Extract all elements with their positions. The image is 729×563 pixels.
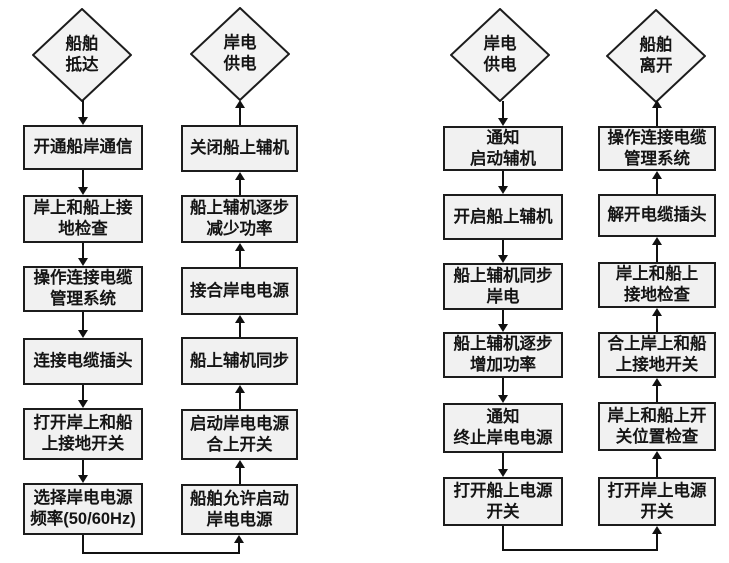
- shore-power-on-terminal: 岸电 供电: [190, 7, 290, 101]
- up-arrow: [234, 385, 246, 409]
- process-step-box: 打开岸上和船 上接地开关: [23, 408, 143, 460]
- process-step-box: 船上辅机逐步 增加功率: [443, 332, 563, 378]
- up-arrow: [234, 315, 246, 337]
- process-step-box: 开启船上辅机: [443, 194, 563, 240]
- process-step-label: 解开电缆插头: [607, 206, 707, 225]
- up-arrow: [234, 172, 246, 195]
- process-step-box: 打开船上电源 开关: [443, 477, 563, 526]
- process-step-box: 岸上和船上开 关位置检查: [598, 402, 716, 451]
- ship-arrival-terminal: 船舶 抵达: [32, 8, 132, 102]
- up-arrow: [651, 100, 663, 126]
- up-arrow: [651, 526, 663, 551]
- down-arrow: [497, 171, 509, 194]
- process-step-box: 操作连接电缆 管理系统: [23, 266, 143, 312]
- process-step-label: 岸上和船上开 关位置检查: [607, 406, 707, 446]
- process-step-box: 打开岸上电源 开关: [598, 477, 716, 526]
- process-step-label: 接合岸电电源: [190, 281, 289, 300]
- process-step-label: 选择岸电电源 频率(50/60Hz): [30, 489, 136, 528]
- up-arrow: [651, 171, 663, 194]
- process-step-box: 关闭船上辅机: [181, 125, 298, 172]
- down-arrow: [497, 378, 509, 403]
- down-arrow: [77, 312, 89, 338]
- process-step-label: 启动岸电电源 合上开关: [190, 414, 289, 454]
- up-arrow: [651, 237, 663, 262]
- process-step-label: 打开船上电源 开关: [453, 481, 553, 521]
- process-step-box: 解开电缆插头: [598, 194, 716, 237]
- process-step-label: 打开岸上电源 开关: [607, 481, 707, 521]
- down-arrow: [77, 243, 89, 266]
- process-step-label: 船舶允许启动 岸电电源: [190, 489, 289, 529]
- process-step-box: 通知 终止岸电电源: [443, 403, 563, 453]
- process-step-label: 通知 终止岸电电源: [453, 408, 553, 447]
- down-arrow: [77, 460, 89, 483]
- process-step-box: 船上辅机逐步 减少功率: [181, 195, 298, 243]
- process-step-label: 船上辅机同步 岸电: [453, 266, 553, 306]
- process-step-label: 岸上和船上接 地检查: [33, 199, 133, 238]
- process-step-label: 操作连接电缆 管理系统: [33, 269, 133, 308]
- terminal-label: 船舶 离开: [639, 36, 673, 75]
- up-arrow: [234, 100, 246, 125]
- down-arrow: [497, 310, 509, 332]
- down-arrow: [497, 240, 509, 263]
- terminal-label: 岸电 供电: [223, 34, 257, 73]
- process-step-label: 岸上和船上 接地检查: [615, 265, 699, 304]
- terminal-label: 船舶 抵达: [65, 35, 99, 74]
- process-step-box: 船上辅机同步: [181, 337, 298, 385]
- up-arrow: [651, 308, 663, 332]
- down-arrow: [77, 385, 89, 408]
- process-step-box: 选择岸电电源 频率(50/60Hz): [23, 483, 143, 535]
- process-step-box: 连接电缆插头: [23, 338, 143, 385]
- elbow-connector: [502, 526, 657, 551]
- down-arrow: [77, 170, 89, 195]
- process-step-label: 开启船上辅机: [453, 207, 553, 226]
- process-step-box: 通知 启动辅机: [443, 126, 563, 171]
- down-arrow: [497, 453, 509, 477]
- down-arrow: [77, 100, 89, 125]
- up-arrow: [234, 243, 246, 267]
- elbow-connector: [82, 535, 239, 554]
- process-step-box: 合上岸上和船 上接地开关: [598, 332, 716, 378]
- process-step-box: 岸上和船上 接地检查: [598, 262, 716, 308]
- process-step-label: 打开岸上和船 上接地开关: [33, 414, 133, 453]
- process-step-label: 船上辅机逐步 增加功率: [453, 335, 553, 374]
- process-step-box: 船舶允许启动 岸电电源: [181, 484, 298, 535]
- process-step-label: 船上辅机逐步 减少功率: [190, 199, 289, 238]
- process-step-label: 关闭船上辅机: [190, 139, 289, 158]
- process-step-label: 通知 启动辅机: [470, 128, 536, 168]
- process-step-box: 开通船岸通信: [23, 125, 143, 170]
- shore-power-supply-terminal: 岸电 供电: [450, 8, 550, 102]
- up-arrow: [651, 378, 663, 402]
- process-step-label: 连接电缆插头: [33, 352, 133, 371]
- ship-departure-terminal: 船舶 离开: [606, 9, 706, 103]
- process-step-box: 接合岸电电源: [181, 267, 298, 315]
- down-arrow: [497, 101, 509, 126]
- up-arrow: [234, 460, 246, 484]
- process-step-box: 启动岸电电源 合上开关: [181, 409, 298, 460]
- process-step-label: 合上岸上和船 上接地开关: [607, 335, 707, 374]
- diamond-shape: [450, 8, 550, 102]
- process-step-box: 岸上和船上接 地检查: [23, 195, 143, 243]
- up-arrow: [233, 535, 245, 554]
- process-step-label: 开通船岸通信: [33, 138, 133, 157]
- process-step-box: 船上辅机同步 岸电: [443, 263, 563, 310]
- process-step-label: 船上辅机同步: [190, 351, 289, 370]
- up-arrow: [651, 451, 663, 477]
- process-step-box: 操作连接电缆 管理系统: [598, 126, 716, 171]
- terminal-label: 岸电 供电: [483, 35, 517, 74]
- process-step-label: 操作连接电缆 管理系统: [607, 128, 707, 168]
